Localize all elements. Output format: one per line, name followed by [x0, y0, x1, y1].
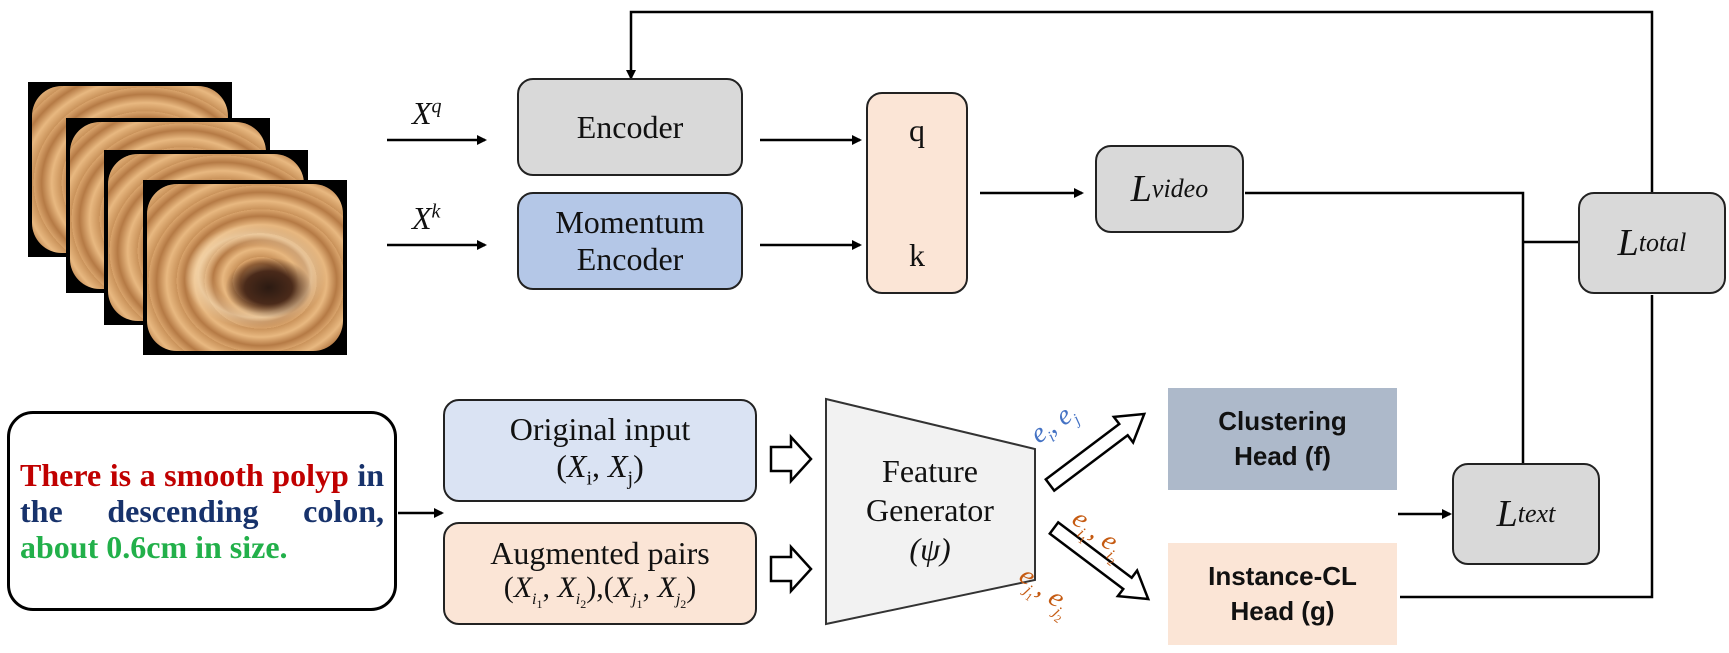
- augmented-pairs-box: Augmented pairs (Xi1, Xi2),(Xj1, Xj2): [443, 522, 757, 625]
- instance-head-label-1: Instance-CL: [1208, 560, 1357, 591]
- caption-text: There is a smooth polyp in the descendin…: [20, 457, 384, 565]
- momentum-encoder-label-1: Momentum: [555, 204, 705, 241]
- q-label: q: [909, 112, 925, 148]
- original-input-label: Original input: [509, 410, 691, 447]
- instance-head-label-2: Head (g): [1230, 596, 1335, 626]
- augmented-pairs-math: (Xi1, Xi2),(Xj1, Xj2): [503, 571, 697, 612]
- hollow-arrow-original: [769, 433, 813, 485]
- original-input-box: Original input (Xi, Xj): [443, 399, 757, 502]
- endoscopy-frame-4: [143, 180, 347, 355]
- clustering-head-box: Clustering Head (f): [1168, 388, 1397, 490]
- instance-cl-head-box: Instance-CL Head (g): [1168, 543, 1397, 645]
- line-lvideo-ltotal: [1245, 191, 1525, 242]
- momentum-encoder-box: Momentum Encoder: [517, 192, 743, 290]
- caption-part-3: about 0.6cm in size.: [20, 529, 288, 566]
- hollow-arrow-clustering: [1044, 412, 1147, 493]
- caption-part-1: There is a smooth polyp: [20, 456, 349, 493]
- caption-box: There is a smooth polyp in the descendin…: [7, 411, 397, 611]
- clustering-head-label-2: Head (f): [1234, 441, 1331, 471]
- original-input-math: (Xi, Xj): [556, 447, 644, 490]
- line-ltotal-instance: [1400, 295, 1654, 599]
- encoder-box: Encoder: [517, 78, 743, 176]
- line-feedback: [626, 10, 1654, 193]
- qk-box: q k: [866, 92, 968, 294]
- feature-generator-shape: [825, 397, 1036, 626]
- k-label: k: [909, 237, 925, 274]
- feature-generator-label: Feature Generator (ψ): [866, 453, 994, 568]
- hollow-arrow-instance: [1048, 520, 1151, 601]
- momentum-encoder-label-2: Encoder: [576, 241, 684, 277]
- label-xk: Xk: [412, 200, 441, 236]
- augmented-pairs-label: Augmented pairs: [490, 534, 710, 571]
- hollow-arrow-augmented: [769, 543, 813, 595]
- label-xq: Xq: [412, 95, 442, 131]
- clustering-head-label-1: Clustering: [1218, 405, 1347, 436]
- caption-part-2: in the descending colon,: [20, 456, 385, 529]
- encoder-label: Encoder: [576, 108, 684, 145]
